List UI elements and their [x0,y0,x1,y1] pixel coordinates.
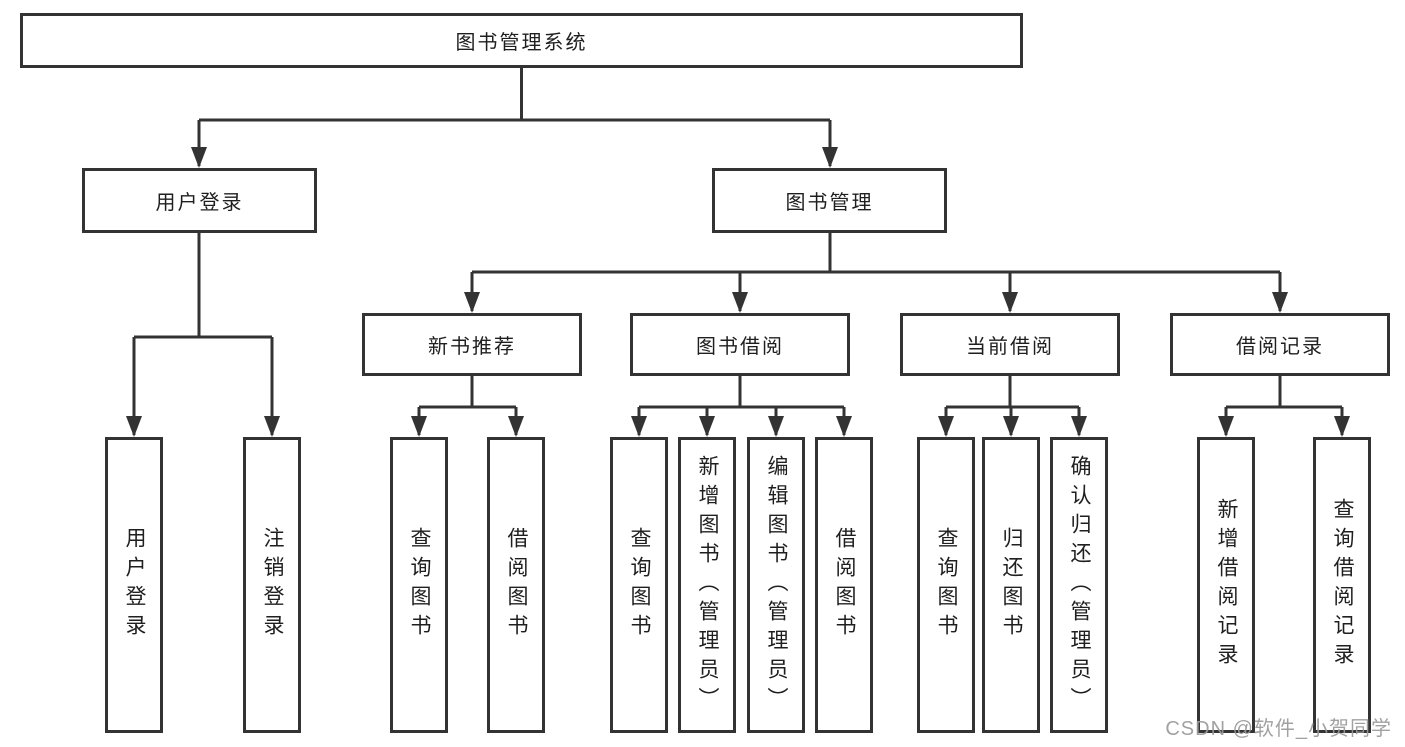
leaf-return-book: 归还图书 [982,437,1040,733]
arrow-down-icon [1003,416,1019,437]
leaf-query-books-recommend: 查询图书 [390,437,448,733]
leaf-return-book-label: 归还图书 [1000,527,1023,643]
arrow-down-icon [768,416,784,437]
leaf-query-books-recommend-label: 查询图书 [408,527,431,643]
watermark: CSDN @软件_小贺同学 [1165,718,1392,740]
leaf-user-login-label: 用户登录 [123,527,146,643]
arrow-down-icon [1334,416,1350,437]
node-current-borrowing: 当前借阅 [900,313,1120,376]
arrow-down-icon [191,147,207,168]
leaf-borrow-books-borrowing-label: 借阅图书 [833,527,856,643]
node-library-system-label: 图书管理系统 [455,32,588,54]
arrow-down-icon [508,416,524,437]
leaf-query-books-borrowing: 查询图书 [610,437,668,733]
leaf-add-book-admin-label: 新增图书（管理员） [696,454,719,716]
arrow-down-icon [631,416,647,437]
leaf-logout: 注销登录 [243,437,301,733]
node-borrowing-records-label: 借阅记录 [1236,336,1324,358]
arrow-down-icon [411,416,427,437]
node-current-borrowing-label: 当前借阅 [966,336,1054,358]
leaf-logout-label: 注销登录 [261,527,284,643]
node-new-book-recommend: 新书推荐 [362,313,582,376]
arrow-down-icon [126,416,142,437]
arrow-down-icon [836,416,852,437]
leaf-borrow-books-recommend-label: 借阅图书 [505,527,528,643]
connector-paths [132,68,1344,435]
leaf-confirm-return-admin-label: 确认归还（管理员） [1068,454,1091,716]
node-borrowing-records: 借阅记录 [1170,313,1390,376]
leaf-user-login: 用户登录 [105,437,163,733]
leaf-query-books-current-label: 查询图书 [935,527,958,643]
arrow-down-icon [732,292,748,313]
leaf-borrow-books-recommend: 借阅图书 [487,437,545,733]
leaf-query-borrow-record-label: 查询借阅记录 [1331,498,1354,672]
leaf-query-borrow-record: 查询借阅记录 [1313,437,1371,733]
node-book-management: 图书管理 [712,168,947,233]
leaf-query-books-borrowing-label: 查询图书 [628,527,651,643]
arrow-down-icon [1071,416,1087,437]
node-user-login: 用户登录 [82,168,317,233]
arrow-down-icon [464,292,480,313]
leaf-borrow-books-borrowing: 借阅图书 [815,437,873,733]
leaf-confirm-return-admin: 确认归还（管理员） [1050,437,1108,733]
arrow-down-icon [264,416,280,437]
arrow-down-icon [1002,292,1018,313]
leaf-edit-book-admin-label: 编辑图书（管理员） [765,454,788,716]
leaf-query-books-current: 查询图书 [917,437,975,733]
node-book-borrowing-label: 图书借阅 [696,336,784,358]
arrow-down-icon [1218,416,1234,437]
arrow-down-icon [699,416,715,437]
leaf-edit-book-admin: 编辑图书（管理员） [747,437,805,733]
arrow-down-icon [822,147,838,168]
arrow-down-icon [1272,292,1288,313]
leaf-add-borrow-record-label: 新增借阅记录 [1215,498,1238,672]
node-book-borrowing: 图书借阅 [630,313,850,376]
leaf-add-book-admin: 新增图书（管理员） [678,437,736,733]
node-new-book-recommend-label: 新书推荐 [428,336,516,358]
arrow-down-icon [938,416,954,437]
node-library-system: 图书管理系统 [20,13,1023,68]
node-user-login-label: 用户登录 [155,192,244,214]
leaf-add-borrow-record: 新增借阅记录 [1197,437,1255,733]
node-book-management-label: 图书管理 [785,192,874,214]
